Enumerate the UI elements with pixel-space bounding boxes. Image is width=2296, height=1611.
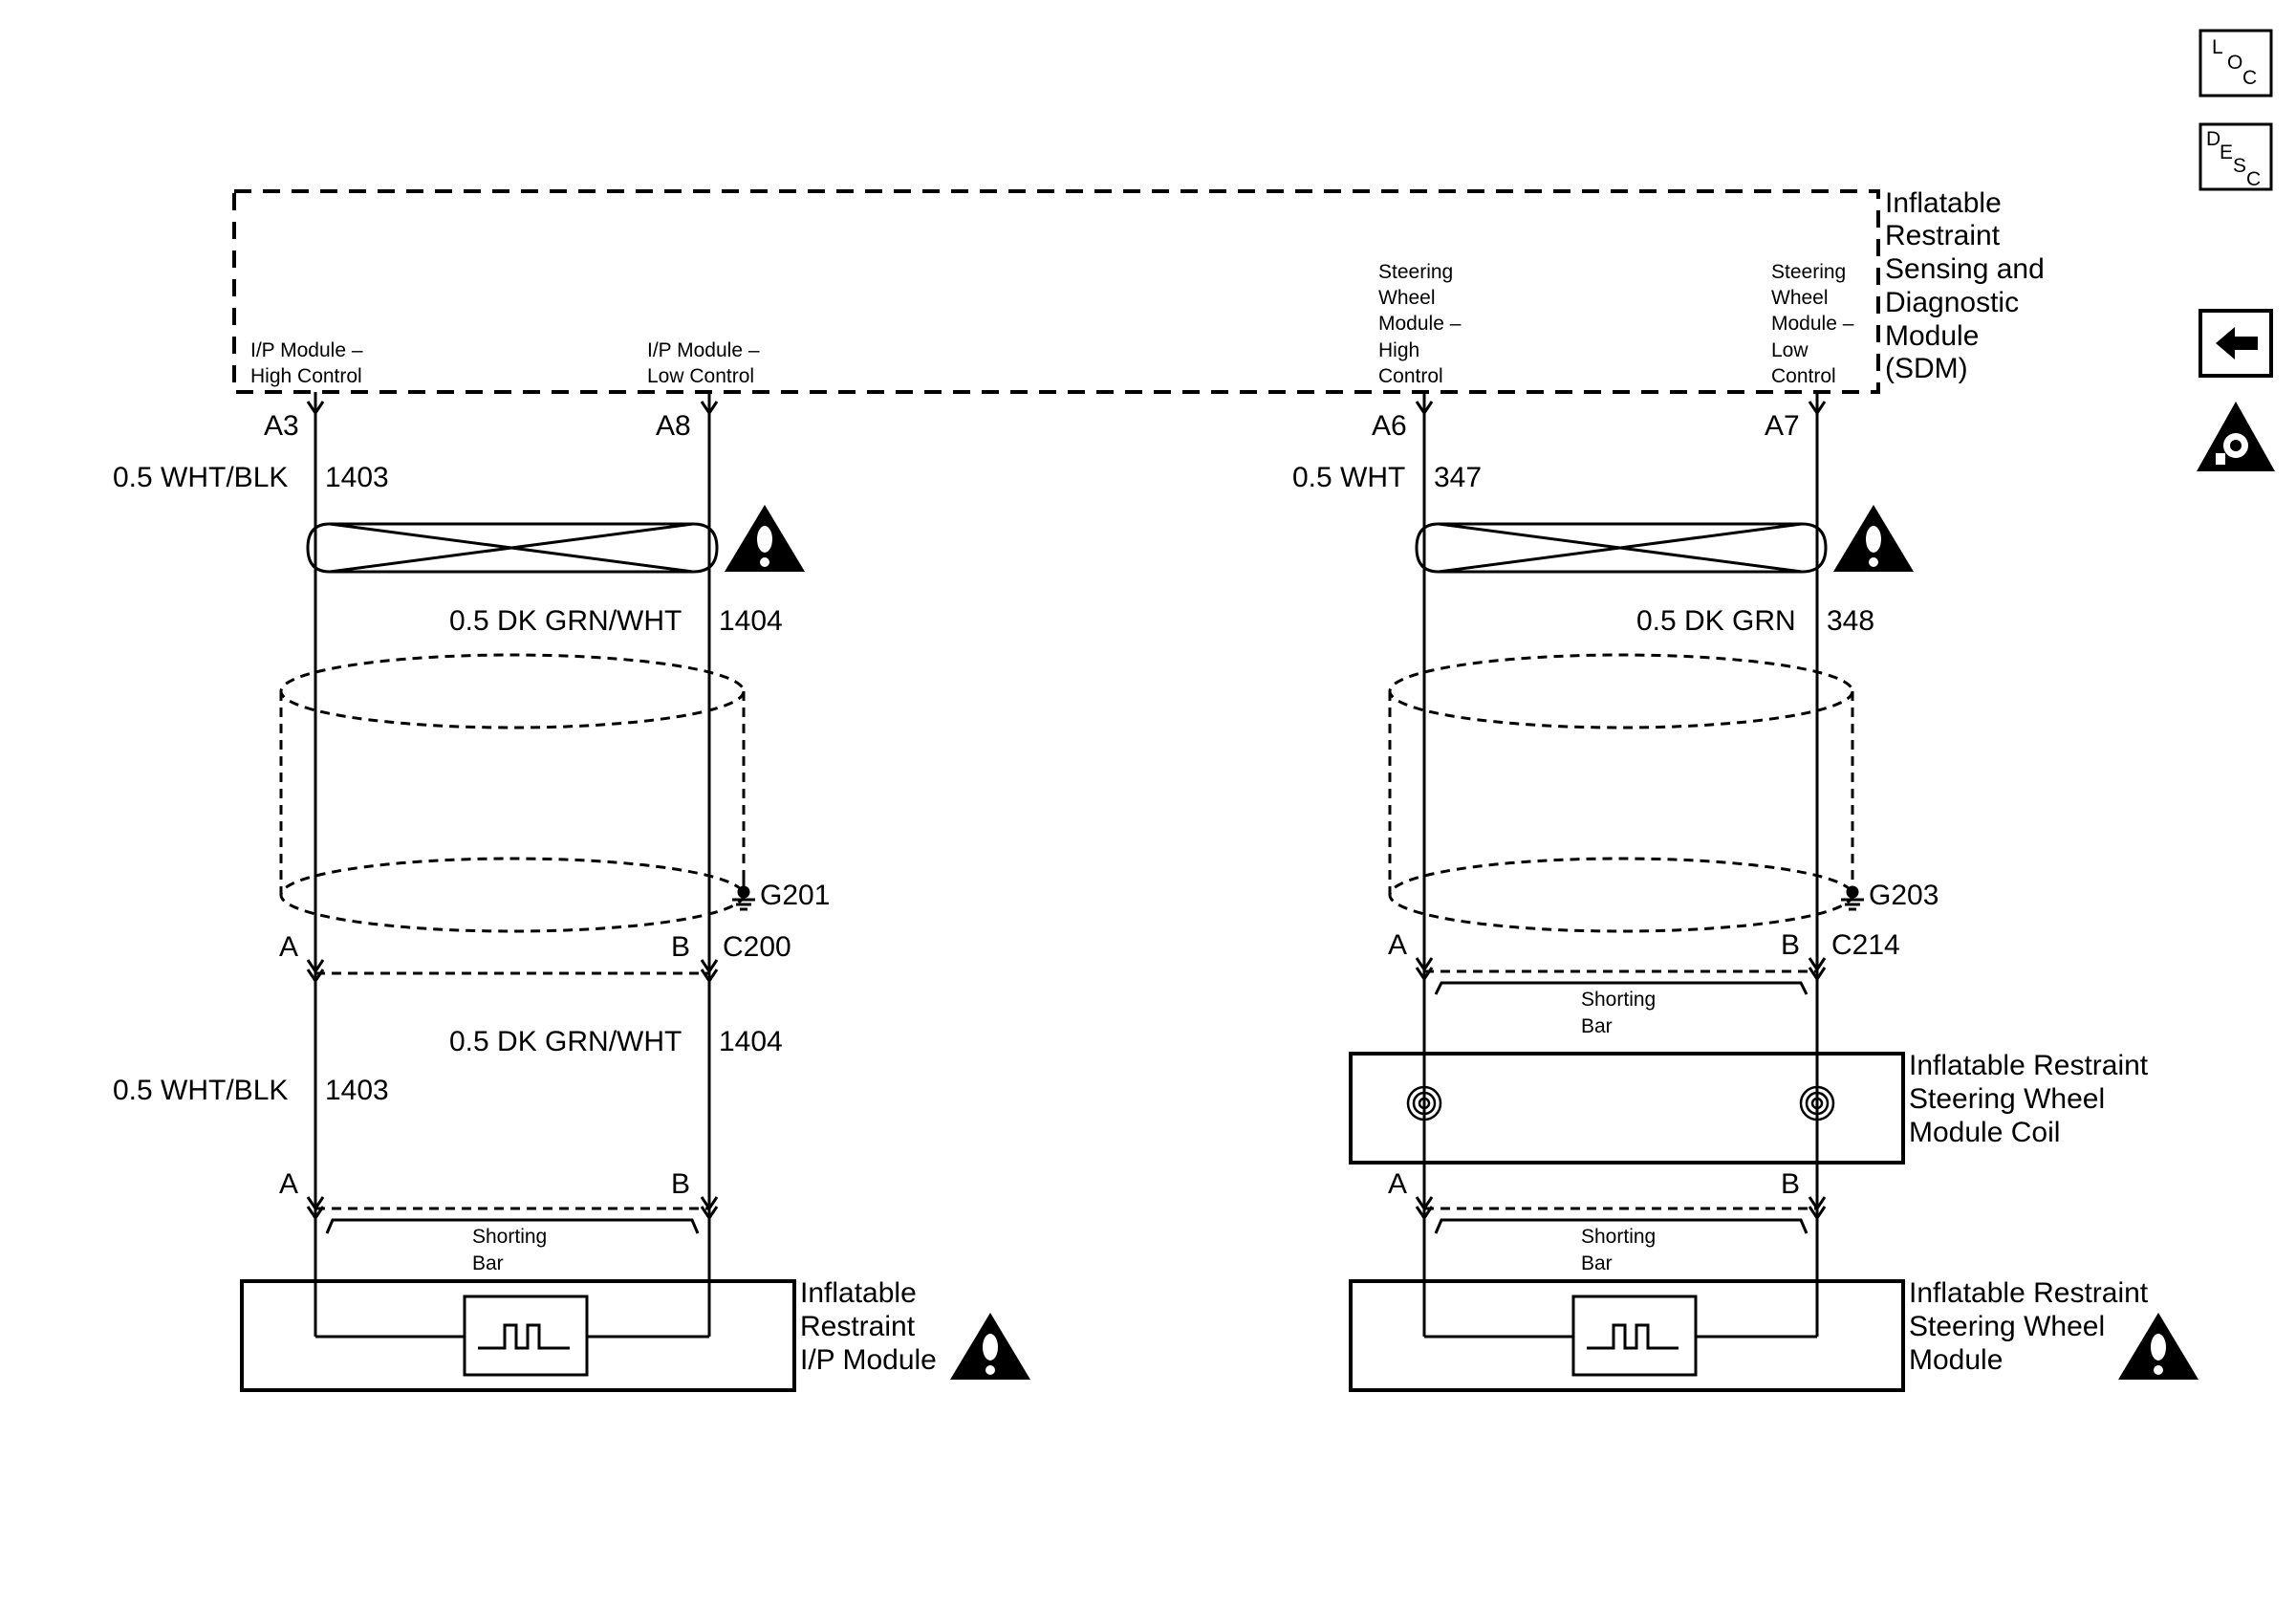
wire-color-label: 0.5 DK GRN/WHT (449, 1026, 682, 1057)
shorting-bar-label: Shorting Bar (1581, 1226, 1661, 1274)
sdm-box (232, 189, 1880, 394)
arrow-left-icon (2216, 327, 2258, 359)
connector-pin-b: B (671, 931, 690, 963)
ground-label: G201 (760, 880, 830, 911)
ground-label: G203 (1869, 880, 1939, 911)
warning-icon[interactable] (725, 505, 805, 572)
ground-symbol (732, 885, 755, 911)
svg-text:L: L (2212, 36, 2223, 58)
connector-c200-chevrons (306, 959, 719, 984)
connector-pin-a: A (1388, 1168, 1407, 1200)
circuit-number: 348 (1827, 605, 1874, 637)
connector-pin-b: B (671, 1168, 690, 1200)
wire-color-label: 0.5 WHT/BLK (113, 1075, 288, 1106)
pin-a6: A6 (1372, 410, 1407, 442)
pin-a7: A7 (1765, 410, 1800, 442)
shield-symbol (1388, 653, 1854, 933)
connector-c200: C200 (723, 931, 791, 963)
back-arrow-button[interactable] (2199, 309, 2273, 378)
pin-a3: A3 (264, 410, 299, 442)
wire-color-label: 0.5 WHT (1292, 462, 1405, 493)
ip-low-control-label: I/P Module – Low Control (647, 339, 765, 387)
warning-icon[interactable] (2118, 1313, 2199, 1380)
shorting-bar-bracket (1434, 1218, 1809, 1234)
warning-icon[interactable] (950, 1313, 1030, 1380)
connector-pin-b: B (1781, 929, 1800, 961)
svg-text:D: D (2206, 128, 2220, 150)
svg-text:O: O (2227, 52, 2242, 74)
coil-module-box (1349, 1052, 1905, 1165)
twisted-pair-symbol (306, 522, 719, 574)
circuit-number: 1404 (719, 605, 783, 637)
circuit-number: 1403 (325, 1075, 389, 1106)
sw-module-label: Inflatable Restraint Steering Wheel Modu… (1909, 1277, 2155, 1376)
circuit-number: 1404 (719, 1026, 783, 1057)
sw-low-control-label: Steering Wheel Module – Low Control (1771, 261, 1859, 387)
connector-pin-a: A (279, 931, 298, 963)
shield-symbol (279, 653, 746, 933)
connector-pin-b: B (1781, 1168, 1800, 1200)
loc-button[interactable]: L O C (2199, 29, 2273, 98)
warning-icon[interactable] (1833, 505, 1914, 572)
wire-color-label: 0.5 DK GRN/WHT (449, 605, 682, 637)
pin-a8: A8 (656, 410, 691, 442)
connector-c214: C214 (1831, 929, 1900, 961)
desc-button[interactable]: D E S C (2199, 122, 2273, 191)
ground-symbol (1841, 885, 1864, 911)
shorting-bar-label: Shorting Bar (1581, 989, 1661, 1037)
circuit-number: 1403 (325, 462, 389, 493)
wire-color-label: 0.5 DK GRN (1636, 605, 1796, 637)
shorting-bar-bracket (325, 1218, 700, 1234)
svg-text:C: C (2242, 67, 2257, 89)
coil-module-label: Inflatable Restraint Steering Wheel Modu… (1909, 1050, 2155, 1148)
ip-module-label: Inflatable Restraint I/P Module (800, 1277, 937, 1376)
shorting-bar-label: Shorting Bar (472, 1226, 552, 1274)
clockspring-icon (1799, 1085, 1835, 1121)
connector-pin-a: A (279, 1168, 298, 1200)
connector-c214-chevrons (1415, 957, 1827, 982)
circuit-number: 347 (1434, 462, 1482, 493)
wire-color-label: 0.5 WHT/BLK (113, 462, 288, 493)
squib-icon (1571, 1295, 1698, 1377)
sdm-pin-chevrons (306, 401, 1827, 416)
squib-icon (463, 1295, 589, 1377)
sw-module-box (1349, 1279, 1905, 1392)
airbag-warning-icon[interactable] (2197, 402, 2275, 471)
sw-high-control-label: Steering Wheel Module – High Control (1378, 261, 1466, 387)
ip-high-control-label: I/P Module – High Control (250, 339, 368, 387)
connector-pin-a: A (1388, 929, 1407, 961)
svg-text:E: E (2220, 142, 2233, 163)
clockspring-icon (1406, 1085, 1442, 1121)
ip-module-box (240, 1279, 796, 1392)
svg-text:S: S (2233, 155, 2246, 177)
svg-text:C: C (2246, 168, 2261, 190)
shorting-bar-bracket (1434, 981, 1809, 995)
twisted-pair-symbol (1415, 522, 1828, 574)
sdm-title: Inflatable Restraint Sensing and Diagnos… (1885, 187, 2052, 384)
